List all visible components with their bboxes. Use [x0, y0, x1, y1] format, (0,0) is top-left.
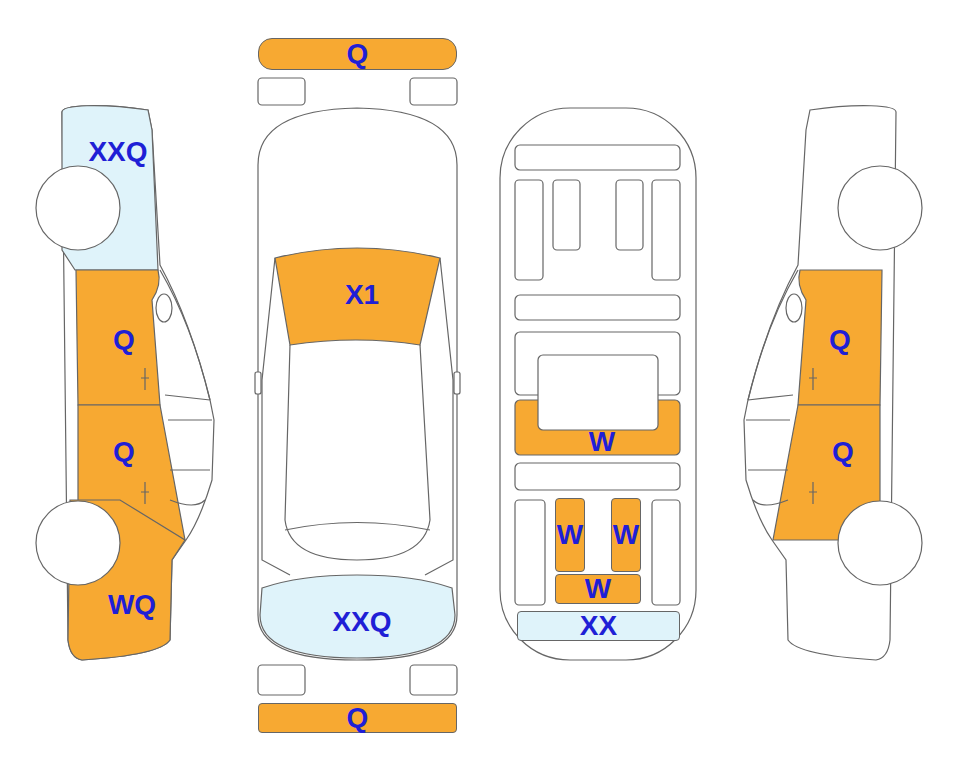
region-code: Q: [347, 704, 369, 732]
region-code: Q: [829, 326, 851, 354]
region-code: W: [589, 428, 615, 456]
region-code: W: [557, 521, 583, 549]
top-view: [255, 78, 460, 695]
side-view-left: [36, 106, 214, 660]
damage-region: Q: [110, 436, 138, 468]
region-code: Q: [113, 326, 135, 354]
underside-view: [500, 108, 696, 660]
damage-region: XXQ: [329, 606, 394, 638]
damage-region: Q: [826, 324, 854, 356]
underbody-region: W: [586, 426, 618, 458]
region-code: Q: [832, 438, 854, 466]
damage-region: Q: [829, 436, 857, 468]
bumper-panel: Q: [258, 703, 457, 733]
region-code: Q: [113, 438, 135, 466]
damage-region: WQ: [105, 589, 159, 621]
region-code: XX: [580, 612, 617, 640]
region-code: W: [585, 575, 611, 603]
underbody-panel: W: [555, 574, 641, 604]
underbody-panel: W: [611, 498, 641, 572]
region-code: W: [613, 521, 639, 549]
side-view-right: [744, 106, 922, 660]
region-code: X1: [345, 281, 379, 309]
damage-region: Q: [110, 324, 138, 356]
region-code: XXQ: [332, 608, 391, 636]
region-code: XXQ: [88, 138, 147, 166]
region-code: WQ: [108, 591, 156, 619]
region-code: Q: [347, 40, 369, 68]
bumper-panel: Q: [258, 38, 457, 70]
underbody-panel: XX: [517, 611, 680, 641]
damage-region: XXQ: [85, 136, 150, 168]
underbody-panel: W: [555, 498, 585, 572]
windshield-region: X1: [342, 279, 382, 311]
